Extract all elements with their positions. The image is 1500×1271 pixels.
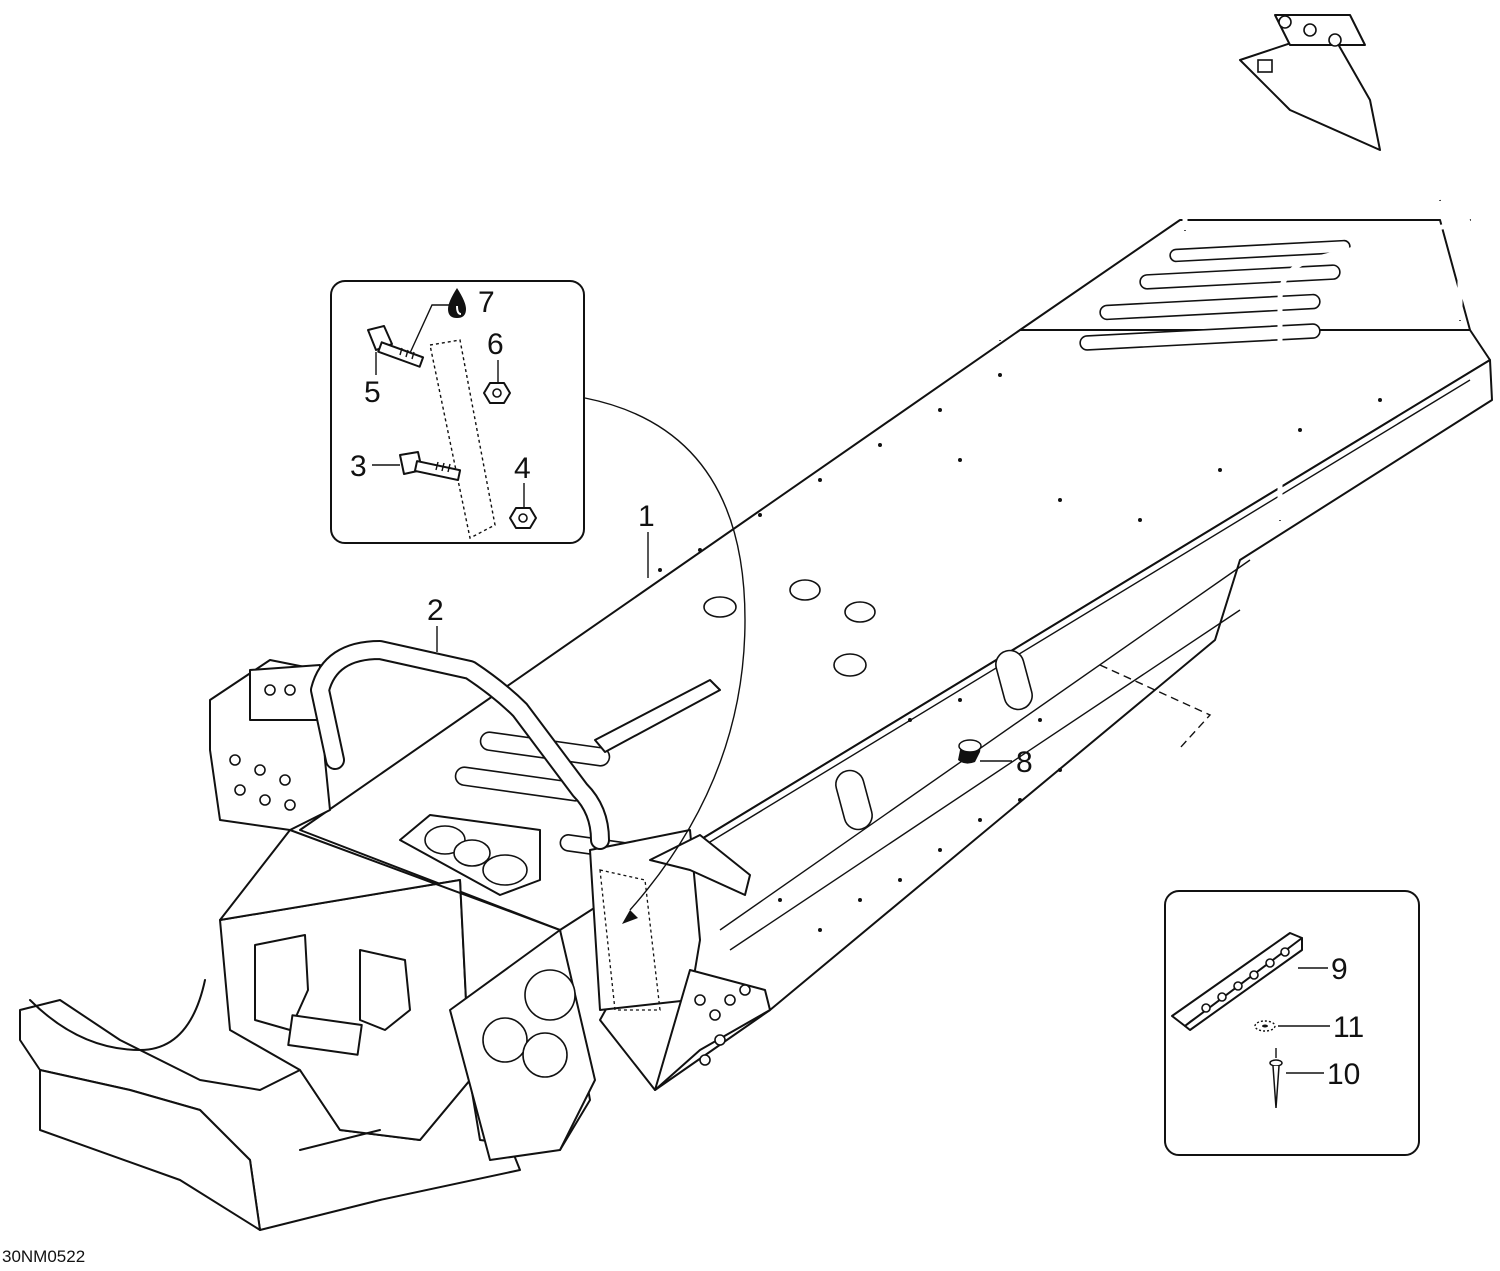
callout-7: 7 (478, 286, 495, 319)
nut-6 (483, 382, 511, 404)
callout-2: 2 (427, 594, 444, 627)
tunnel-frame (299, 329, 1493, 1091)
callout-8: 8 (1016, 746, 1033, 779)
left-side-panel (209, 659, 331, 831)
detail-box-rail: 9 11 10 (1164, 890, 1420, 1156)
rear-rack (997, 2, 1471, 521)
callout-1: 1 (638, 500, 655, 533)
detail-box-fasteners: 7 6 5 3 4 (330, 280, 746, 924)
bolt-5 (367, 325, 425, 368)
callout-5: 5 (364, 376, 381, 409)
callout-10: 10 (1327, 1058, 1360, 1091)
nut-4 (509, 507, 537, 529)
bolt-3 (399, 451, 462, 482)
callout-11: 11 (1333, 1011, 1364, 1044)
drawing-code: 30NM0522 (2, 1247, 85, 1266)
rivet-10 (1269, 1048, 1283, 1109)
drop-icon (448, 288, 466, 318)
callout-9: 9 (1331, 953, 1348, 986)
grab-handle (310, 640, 610, 850)
callout-4: 4 (514, 452, 531, 485)
washer-11 (1254, 1020, 1276, 1032)
rivet-dots (658, 373, 1382, 932)
rail-9 (1171, 932, 1303, 1031)
plug-8: 8 (958, 664, 1212, 779)
callout-3: 3 (350, 450, 367, 483)
front-right-panel (589, 829, 771, 1091)
callout-6: 6 (487, 328, 504, 361)
front-cradle (19, 814, 596, 1231)
